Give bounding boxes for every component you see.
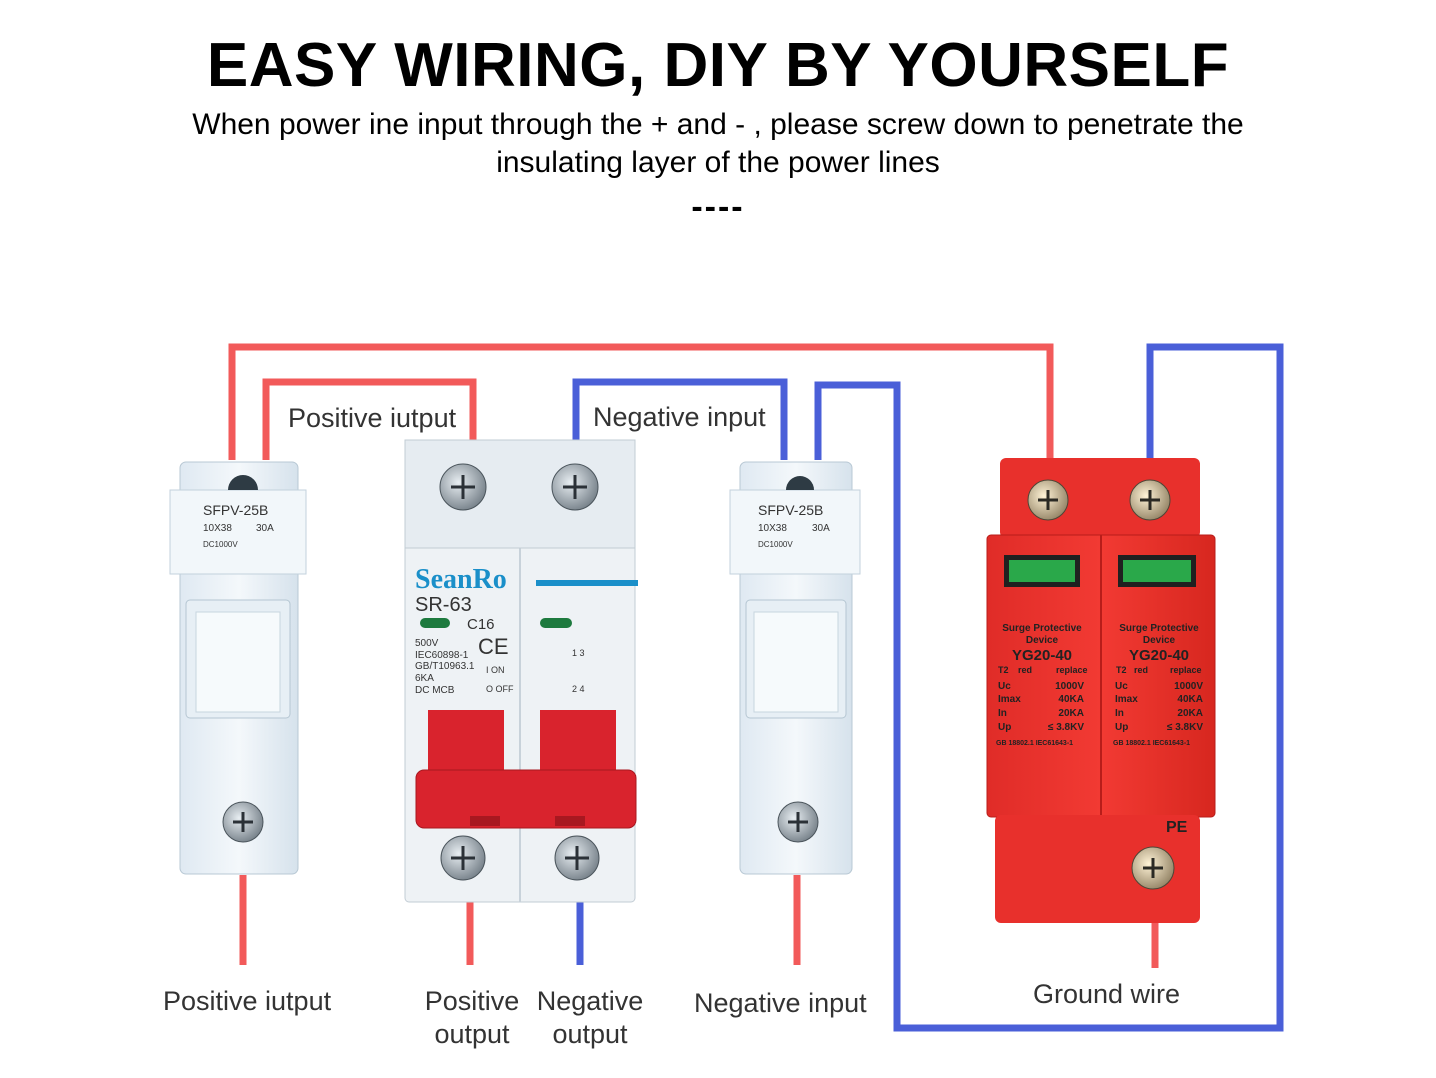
spd-model: YG20-40: [1129, 647, 1189, 664]
breaker-term-top: 1 3: [572, 648, 585, 658]
spd-imax-label: Imax: [998, 694, 1021, 705]
breaker-term-bottom: 2 4: [572, 684, 585, 694]
breaker-rating: C16: [467, 616, 495, 633]
spd-replace: replace: [1170, 665, 1202, 675]
fuse-model: SFPV-25B: [758, 502, 823, 518]
spd-indicator: red: [1018, 665, 1032, 675]
spd-title: Surge Protective: [1002, 623, 1082, 634]
spd-uc: 1000V: [1055, 681, 1084, 692]
spd-pole-right: Surge Protective Device YG20-40 T2 red r…: [1113, 623, 1203, 747]
label-top-negative: Negative input: [593, 402, 766, 432]
label-bottom-negative-input: Negative input: [694, 988, 867, 1018]
label-positive-output-2: output: [434, 1019, 510, 1049]
spd-imax-label: Imax: [1115, 694, 1138, 705]
breaker-on: I ON: [486, 665, 505, 675]
breaker-model: SR-63: [415, 594, 472, 616]
fuse-voltage: DC1000V: [203, 540, 238, 549]
dc-breaker: SeanRo SR-63 C16 500V CE IEC60898-1 GB/T…: [404, 439, 638, 903]
breaker-capacity: 6KA: [415, 673, 434, 684]
spd-uc: 1000V: [1174, 681, 1203, 692]
label-ground-wire: Ground wire: [1033, 979, 1180, 1009]
positive-wire-outer: [228, 343, 1054, 460]
fuse-current: 30A: [812, 523, 830, 534]
label-negative-output-2: output: [552, 1019, 628, 1049]
label-bottom-positive-input: Positive iutput: [163, 986, 332, 1016]
fuse-size: 10X38: [203, 523, 232, 534]
breaker-voltage: 500V: [415, 638, 439, 649]
spd-in: 20KA: [1058, 708, 1084, 719]
spd-std: GB 18802.1 IEC61643-1: [1113, 740, 1190, 747]
spd-up: ≤ 3.8KV: [1167, 722, 1203, 733]
breaker-brand: SeanRo: [415, 564, 507, 595]
fuse-size: 10X38: [758, 523, 787, 534]
spd-title: Surge Protective: [1119, 623, 1199, 634]
spd-uc-label: Uc: [1115, 681, 1128, 692]
spd-imax: 40KA: [1058, 694, 1084, 705]
page-title: EASY WIRING, DIY BY YOURSELF: [206, 31, 1230, 100]
breaker-std2: GB/T10963.1: [415, 661, 475, 672]
spd-in-label: In: [1115, 708, 1124, 719]
spd-class: T2: [998, 665, 1009, 675]
spd-up-label: Up: [998, 722, 1011, 733]
breaker-off: O OFF: [486, 684, 514, 694]
fuse-current: 30A: [256, 523, 274, 534]
spd-title-2: Device: [1143, 635, 1176, 646]
spd-imax: 40KA: [1177, 694, 1203, 705]
spd-uc-label: Uc: [998, 681, 1011, 692]
spd-std: GB 18802.1 IEC61643-1: [996, 740, 1073, 747]
fuse-holder-right: SFPV-25B 10X38 30A DC1000V: [729, 461, 861, 875]
surge-protective-device: PE Surge Protective Device YG20-40 T2 re…: [986, 458, 1216, 923]
breaker-kind: DC MCB: [415, 685, 455, 696]
spd-up-label: Up: [1115, 722, 1128, 733]
spd-model: YG20-40: [1012, 647, 1072, 664]
fuse-voltage: DC1000V: [758, 540, 793, 549]
positive-wire-inner: [262, 378, 477, 460]
spd-class: T2: [1116, 665, 1127, 675]
negative-wire-loop: [814, 343, 1284, 1032]
fuse-model: SFPV-25B: [203, 502, 268, 518]
bottom-leads: [239, 875, 1159, 968]
spd-in-label: In: [998, 708, 1007, 719]
spd-up: ≤ 3.8KV: [1048, 722, 1084, 733]
spd-indicator: red: [1134, 665, 1148, 675]
page-subtitle: When power ine input through the + and -…: [192, 108, 1244, 179]
label-positive-output-1: Positive: [425, 986, 520, 1016]
fuse-holder-left: SFPV-25B 10X38 30A DC1000V: [169, 461, 307, 875]
separator: ----: [691, 188, 745, 226]
spd-in: 20KA: [1177, 708, 1203, 719]
spd-pe: PE: [1166, 819, 1188, 836]
spd-pole-left: Surge Protective Device YG20-40 T2 red r…: [996, 623, 1088, 747]
ce-mark: CE: [478, 634, 509, 659]
breaker-std1: IEC60898-1: [415, 650, 469, 661]
label-negative-output-1: Negative: [537, 986, 644, 1016]
spd-title-2: Device: [1026, 635, 1059, 646]
negative-wire-top: [572, 378, 788, 460]
label-top-positive: Positive iutput: [288, 403, 457, 433]
spd-replace: replace: [1056, 665, 1088, 675]
